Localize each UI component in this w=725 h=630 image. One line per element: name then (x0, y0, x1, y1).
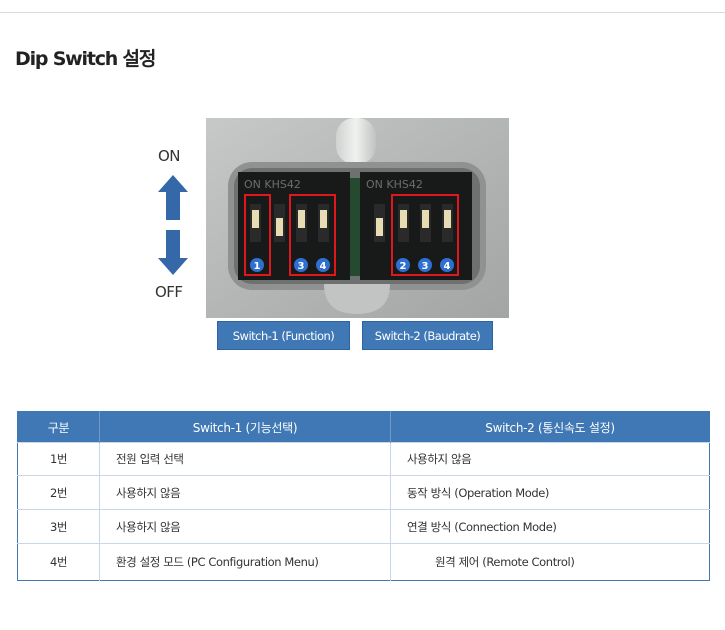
page-title: Dip Switch 설정 (15, 48, 156, 70)
switch2-function: 동작 방식 (Operation Mode) (390, 475, 710, 510)
header-switch1: Switch-1 (기능선택) (99, 411, 391, 443)
switch2-function: 사용하지 않음 (390, 442, 710, 476)
switch2-caption: Switch-2 (Baudrate) (362, 321, 493, 350)
header-switch2: Switch-2 (통신속도 설정) (390, 411, 710, 443)
switch1-function: 환경 설정 모드 (PC Configuration Menu) (99, 543, 391, 581)
header-category: 구분 (17, 411, 100, 443)
switch1-function: 사용하지 않음 (99, 475, 391, 510)
table-row: 3번 사용하지 않음 연결 방식 (Connection Mode) (17, 509, 710, 544)
top-divider (0, 12, 725, 13)
table-row: 1번 전원 입력 선택 사용하지 않음 (17, 442, 710, 476)
row-number: 2번 (17, 475, 100, 510)
table-header-row: 구분 Switch-1 (기능선택) Switch-2 (통신속도 설정) (17, 411, 710, 443)
switch2-print: ON KHS42 (366, 178, 423, 191)
switch1-print: ON KHS42 (244, 178, 301, 191)
marker-s1-4: 4 (320, 261, 327, 272)
off-label: OFF (155, 283, 183, 301)
switch1-caption: Switch-1 (Function) (217, 321, 350, 350)
row-number: 3번 (17, 509, 100, 544)
table-row: 2번 사용하지 않음 동작 방식 (Operation Mode) (17, 475, 710, 510)
switch1-function: 전원 입력 선택 (99, 442, 391, 476)
marker-s2-4: 4 (444, 261, 451, 272)
arrow-down-icon (158, 230, 188, 275)
dip-switch-photo: ON KHS42 ON KHS42 1 3 4 2 3 4 (206, 118, 509, 318)
row-number: 1번 (17, 442, 100, 476)
switch1-sliders (250, 204, 329, 242)
switch2-function: 연결 방식 (Connection Mode) (390, 509, 710, 544)
switch1-function: 사용하지 않음 (99, 509, 391, 544)
table-row: 4번 환경 설정 모드 (PC Configuration Menu) 원격 제… (17, 543, 710, 581)
switch2-function: 원격 제어 (Remote Control) (390, 543, 710, 581)
marker-s2-3: 3 (422, 261, 429, 272)
switch2-sliders (374, 204, 453, 242)
row-number: 4번 (17, 543, 100, 581)
marker-s2-2: 2 (400, 261, 407, 272)
marker-s1-3: 3 (298, 261, 305, 272)
marker-s1-1: 1 (254, 261, 261, 272)
on-label: ON (158, 147, 181, 165)
arrow-up-icon (158, 175, 188, 220)
dip-switch-table: 구분 Switch-1 (기능선택) Switch-2 (통신속도 설정) 1번… (17, 411, 710, 581)
